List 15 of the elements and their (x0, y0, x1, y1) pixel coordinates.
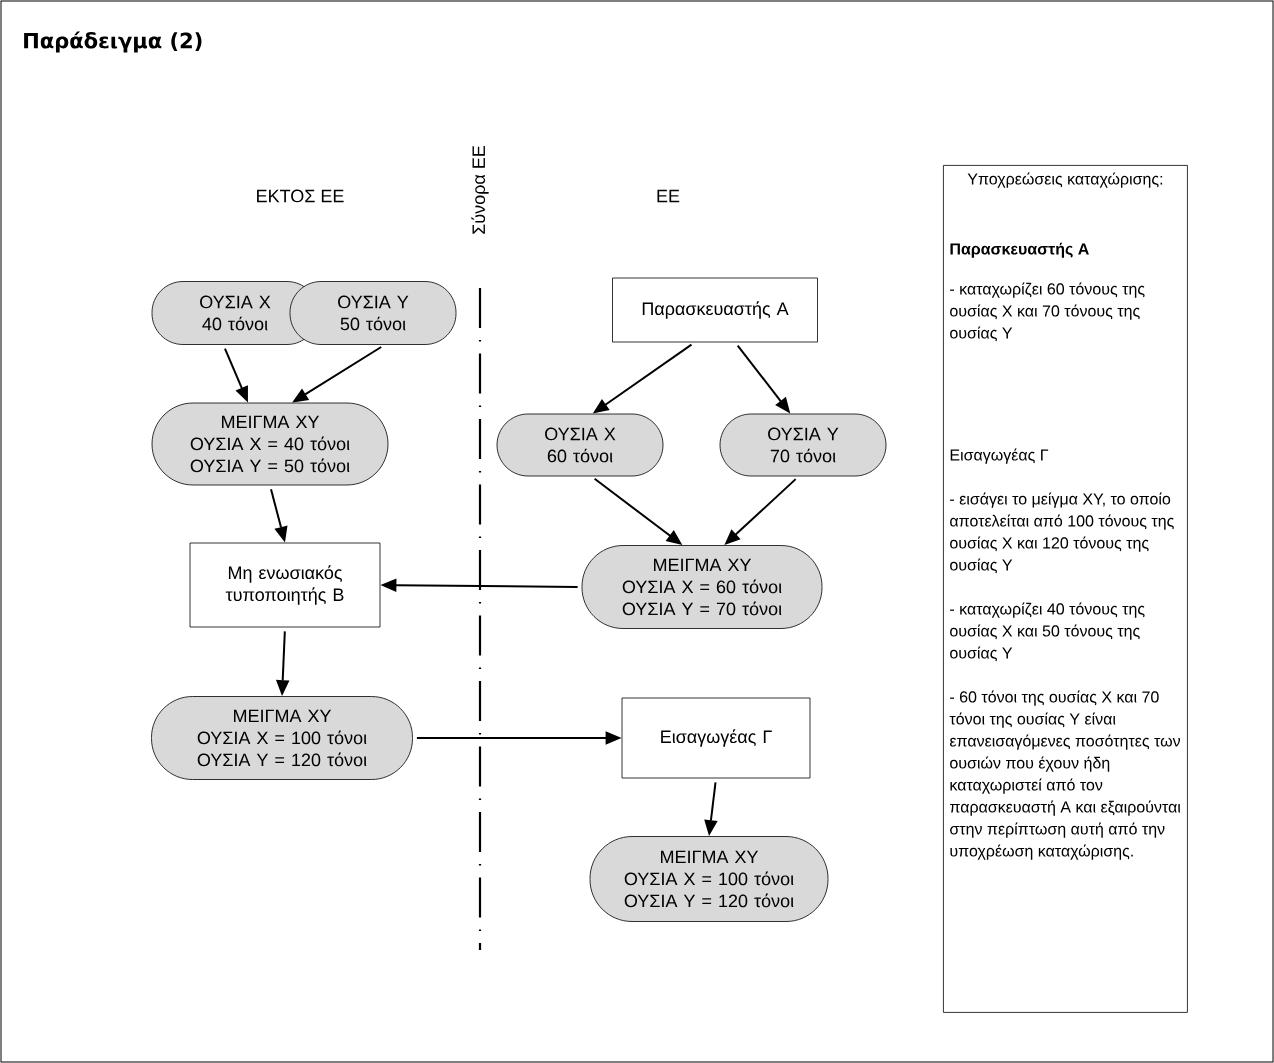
process-box: Μη ενωσιακός τυποποιητής Β (189, 542, 381, 628)
region-label: ΕΚΤΟΣ ΕΕ (257, 189, 344, 203)
text-panel: Υποχρεώσεις καταχώρισης: Παρασκευαστής Α - καταχωρίζει 60 τόνους της ουσίας Χ και 70 τόνους της ουσίας Υ Εισαγωγέας Γ - εισάγει το μείγμα ΧΥ, το οποίο αποτελείται από 100 τόνους της ουσίας Χ και 120 τόνους της ουσίας Υ - καταχωρίζει 40 τόνους της ουσίας Χ και 50 τόνους της ουσίας Υ - 60 τόνοι της ουσίας Χ και 70 τόνοι της ουσίας Υ είναι επανεισαγόμενες ποσότητες των ουσιών που έχουν ήδη καταχωριστεί από τον παρασκευαστή Α και εξαιρούνται στην περίπτωση αυτή από την υποχρέωση καταχώρισης. (943, 165, 1188, 1013)
rounded-box: ΜΕΙΓΜΑ ΧΥ ΟΥΣΙΑ Χ = 40 τόνοι ΟΥΣΙΑ Υ = 50 τόνοι (151, 402, 389, 486)
region-label: ΕΕ (657, 189, 680, 203)
region-label: Σύνορα ΕΕ (471, 146, 489, 234)
rounded-box: ΟΥΣΙΑ Υ 50 τόνοι (289, 281, 457, 345)
process-box: Εισαγωγέας Γ (621, 697, 811, 779)
rounded-box: ΜΕΙΓΜΑ ΧΥ ΟΥΣΙΑ Χ = 100 τόνοι ΟΥΣΙΑ Υ = 120 τόνοι (589, 836, 829, 922)
rounded-box: ΜΕΙΓΜΑ ΧΥ ΟΥΣΙΑ Χ = 60 τόνοι ΟΥΣΙΑ Υ = 70 τόνοι (581, 545, 823, 629)
rounded-box: ΟΥΣΙΑ Υ 70 τόνοι (719, 413, 887, 477)
title: Παράδειγμα (2) (24, 31, 202, 53)
process-box: Παρασκευαστής Α (612, 277, 818, 343)
rounded-box: ΜΕΙΓΜΑ ΧΥ ΟΥΣΙΑ Χ = 100 τόνοι ΟΥΣΙΑ Υ = 120 τόνοι (151, 696, 413, 780)
rounded-box: ΟΥΣΙΑ Χ 60 τόνοι (496, 413, 664, 477)
